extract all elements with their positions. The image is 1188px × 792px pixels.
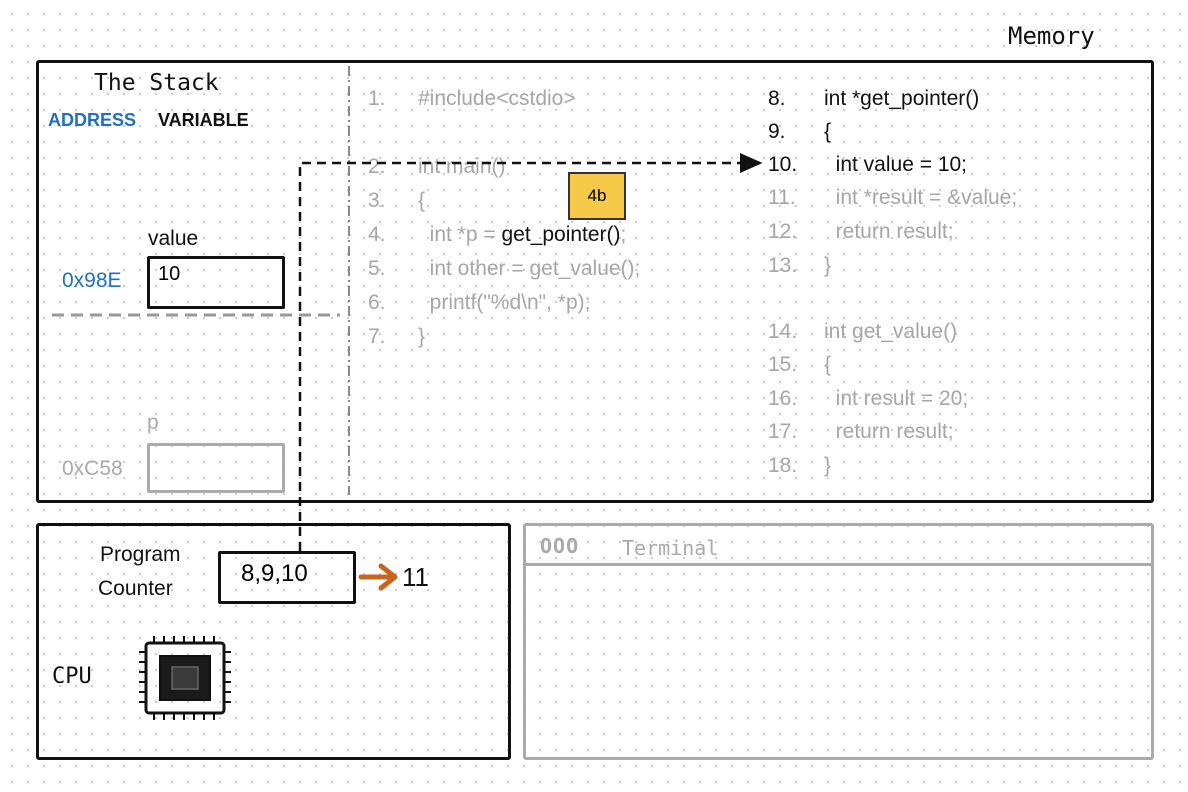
stack-cell-p [147,443,285,493]
line-number: 11. [768,186,796,209]
cpu-chip-icon [139,636,231,720]
line-number: 17. [768,420,798,443]
line-number: 5. [368,257,386,280]
code-line-18: 18.} [768,454,831,478]
highlighted-call: get_pointer() [501,223,621,246]
program-counter-label-line2: Counter [98,577,173,600]
line-number: 12. [768,220,798,243]
line-number: 15. [768,353,798,376]
code-line-14: 14. int get_value() [768,320,957,344]
line-number: 6. [368,291,386,314]
stack-title: The Stack [94,70,219,96]
pc-pointer-line [298,153,763,551]
code-line-11: 11. int *result = &value; [768,186,1017,210]
stack-cell-value: 10 [147,256,285,309]
code-line-3: 3. { [368,189,425,213]
step-badge-label: 4b [587,186,607,205]
code-text: } [824,254,832,277]
address-header: ADDRESS [48,110,137,130]
code-text: int main() [418,155,506,178]
code-line-16: 16. int result = 20; [768,387,968,411]
program-counter-next: 11 [402,562,429,592]
code-text: } [824,454,832,477]
code-line-17: 17. return result; [768,420,954,444]
code-text: ; [620,223,627,246]
code-text: { [824,353,832,376]
code-text: int get_value() [824,320,958,343]
code-line-8: 8. int *get_pointer() [768,87,979,111]
code-text: return result; [824,420,954,443]
program-counter-label-line1: Program [100,543,181,566]
memory-title: Memory [1008,22,1095,50]
memory-panel [36,60,1154,503]
code-text: int *get_pointer() [824,87,980,110]
code-line-12: 12. return result; [768,220,954,244]
code-line-6: 6. printf("%d\n", *p); [368,291,590,315]
variable-header: VARIABLE [158,110,249,130]
code-text: return result; [824,220,954,243]
code-text: printf("%d\n", *p); [418,291,591,314]
code-line-7: 7.} [368,325,425,349]
code-text: { [824,120,832,143]
code-text: int other = get_value(); [418,257,641,280]
code-text: int *result = &value; [824,186,1018,209]
code-line-9: 9. { [768,120,831,144]
code-line-4: 4. int *p = get_pointer(); [368,223,626,247]
code-line-2: 2. int main() [368,155,506,179]
code-text: int *p = [418,223,502,246]
line-number: 8. [768,87,786,110]
stack-address-p: 0xC58 [62,457,123,480]
stack-address-value: 0x98E [62,269,122,292]
program-counter-value: 8,9,10 [218,551,356,604]
terminal-window-dots: OOO [540,534,580,558]
cpu-panel [36,523,511,760]
line-number: 2. [368,155,386,178]
line-number: 14. [768,320,798,343]
pc-advance-arrow [358,563,398,591]
line-number: 3. [368,189,386,212]
stack-var-name-value: value [148,227,199,250]
terminal-panel [523,523,1154,760]
line-number: 4. [368,223,386,246]
code-text: int value = 10; [824,153,968,176]
line-number: 9. [768,120,786,143]
line-number: 1. [368,87,386,110]
cpu-label: CPU [52,664,92,689]
stack-var-name-p: p [147,411,159,434]
step-badge: 4b [568,172,626,220]
line-number: 10. [768,153,798,176]
line-number: 16. [768,387,798,410]
code-line-5: 5. int other = get_value(); [368,257,640,281]
terminal-title: Terminal [622,536,719,560]
code-line-1: 1. #include<cstdio> [368,87,576,111]
code-text: } [418,325,426,348]
line-number: 13. [768,254,798,277]
code-text: int result = 20; [824,387,969,410]
code-line-10: 10. int value = 10; [768,153,967,177]
code-text: { [418,189,426,212]
terminal-titlebar-divider [525,563,1152,566]
code-line-15: 15. { [768,353,831,377]
code-line-13: 13.} [768,254,831,278]
line-number: 7. [368,325,386,348]
line-number: 18. [768,454,798,477]
code-text: #include<cstdio> [418,87,576,110]
